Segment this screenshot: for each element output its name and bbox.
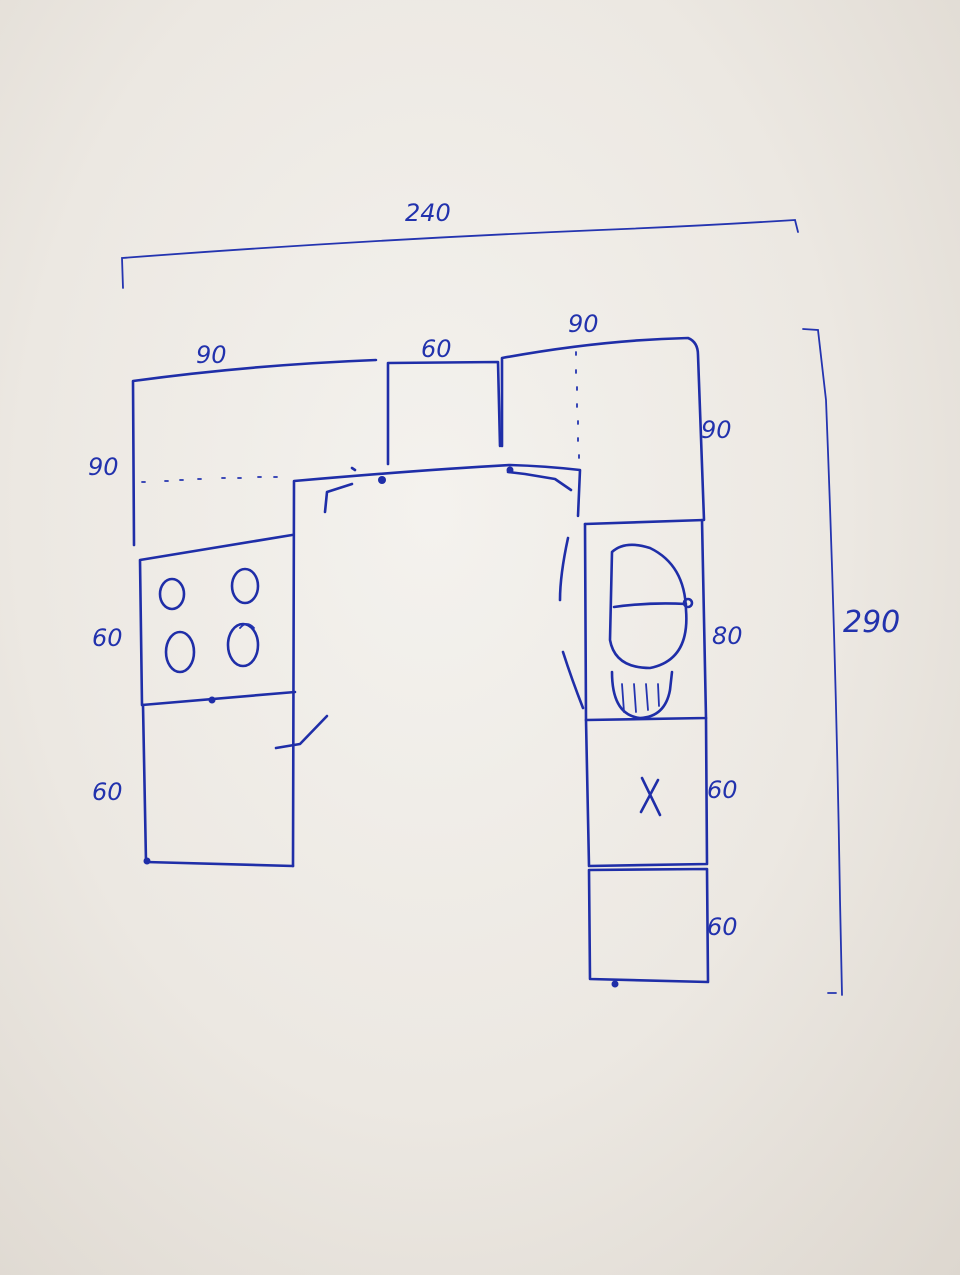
cabinet-left-lower: 60: [92, 703, 329, 868]
right-middle-depth-label: 60: [707, 776, 738, 804]
cabinet-top-right-corner: 90 90: [500, 310, 732, 526]
top-right-depth-label: 90: [701, 416, 732, 444]
overall-depth-dimension: 290: [802, 328, 900, 996]
cabinet-sink: 80: [558, 518, 743, 722]
hob-depth-label: 60: [92, 624, 123, 652]
top-left-width-label: 90: [196, 341, 227, 369]
overall-width-dimension: 240: [121, 199, 799, 289]
top-left-depth-label: 90: [88, 453, 119, 481]
overall-width-label: 240: [405, 199, 451, 227]
top-middle-width-label: 60: [421, 335, 452, 363]
sink-depth-label: 80: [712, 622, 743, 650]
cabinet-hob: 60: [92, 533, 297, 707]
left-lower-depth-label: 60: [92, 778, 123, 806]
sink-icon: [608, 543, 694, 720]
cabinet-top-middle: 60: [386, 335, 502, 466]
inner-worktop-edge: [291, 463, 582, 868]
cabinet-top-left-corner: 90 90: [88, 341, 378, 547]
overall-depth-label: 290: [843, 605, 900, 640]
right-lower-depth-label: 60: [707, 913, 738, 941]
cabinet-right-middle: 60: [584, 716, 738, 868]
hob-icon: [158, 567, 260, 674]
top-right-width-label: 90: [568, 310, 599, 338]
cabinet-right-lower: 60: [587, 867, 738, 988]
